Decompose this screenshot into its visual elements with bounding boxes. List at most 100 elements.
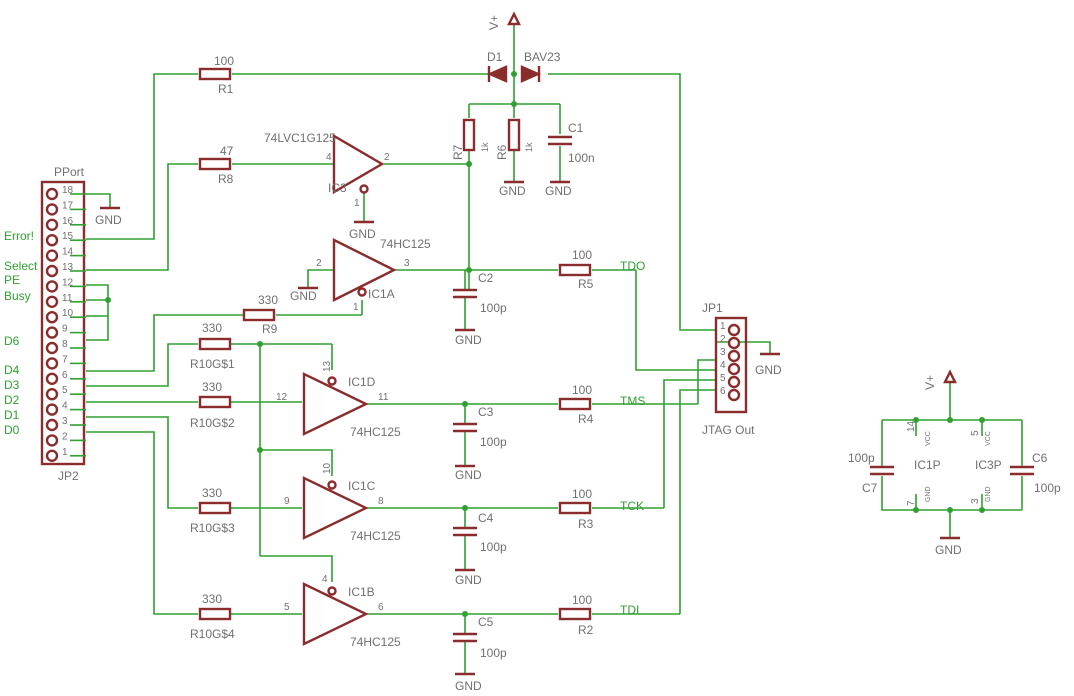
jp2-pin-number: 5 bbox=[62, 385, 68, 396]
svg-text:R8: R8 bbox=[218, 172, 234, 186]
buffer-ic1d: IC1D 74HC125 12 11 13 bbox=[276, 360, 401, 439]
svg-text:VCC: VCC bbox=[985, 431, 992, 446]
capacitor-c5: C5 100p bbox=[453, 615, 507, 660]
jp1-pin-number: 6 bbox=[720, 386, 726, 397]
jp2-pin-number: 1 bbox=[62, 447, 68, 458]
svg-text:GND: GND bbox=[455, 573, 482, 587]
svg-text:IC3P: IC3P bbox=[975, 458, 1002, 472]
buffer-ic3: 74LVC1G125 IC3 4 2 1 bbox=[264, 131, 390, 209]
svg-text:13: 13 bbox=[322, 360, 333, 372]
resistor-r8: 47 R8 bbox=[198, 144, 234, 186]
svg-text:74HC125: 74HC125 bbox=[350, 425, 401, 439]
gnd-ic1a: GND bbox=[290, 286, 318, 303]
svg-text:330: 330 bbox=[202, 380, 222, 394]
jp2-pin: 10 bbox=[45, 308, 86, 324]
resistor-r9: 330 R9 bbox=[242, 293, 278, 336]
jp2-pin: 17 bbox=[45, 200, 86, 216]
resistor-r1: 100 R1 bbox=[198, 54, 234, 96]
svg-text:R1: R1 bbox=[218, 82, 234, 96]
svg-text:74HC125: 74HC125 bbox=[380, 237, 431, 251]
svg-text:C3: C3 bbox=[478, 405, 494, 419]
net-d2: D2 bbox=[4, 393, 20, 407]
svg-text:D1: D1 bbox=[487, 50, 503, 64]
svg-text:R6: R6 bbox=[495, 144, 509, 160]
svg-text:C6: C6 bbox=[1032, 451, 1048, 465]
svg-text:JTAG Out: JTAG Out bbox=[702, 423, 755, 437]
resistor-r3: 100 R3 bbox=[558, 487, 594, 531]
svg-text:100p: 100p bbox=[480, 540, 507, 554]
gnd-c4: GND bbox=[455, 568, 482, 587]
svg-text:14: 14 bbox=[906, 420, 917, 432]
jp2-pin: 11 bbox=[45, 293, 86, 308]
gnd-c2: GND bbox=[455, 328, 482, 347]
resistor-r10g2: 330 R10G$2 bbox=[190, 380, 235, 430]
jp2-pin-number: 11 bbox=[62, 293, 73, 304]
gnd-c1: GND bbox=[545, 180, 572, 198]
jp2-pin: 15 bbox=[45, 231, 86, 247]
svg-text:330: 330 bbox=[202, 486, 222, 500]
net-busy: Busy bbox=[4, 289, 31, 303]
jp1-pin-number: 5 bbox=[720, 373, 726, 384]
jp2-pin: 16 bbox=[45, 216, 86, 232]
jp2-pin: 5 bbox=[45, 385, 86, 401]
svg-text:100: 100 bbox=[572, 383, 592, 397]
svg-text:330: 330 bbox=[202, 321, 222, 335]
buffer-ic1c: IC1C 74HC125 9 8 10 bbox=[284, 462, 401, 543]
svg-text:GND: GND bbox=[349, 227, 376, 241]
svg-text:3: 3 bbox=[970, 498, 981, 504]
svg-text:BAV23: BAV23 bbox=[524, 50, 561, 64]
net-d1: D1 bbox=[4, 408, 20, 422]
net-tdo: TDO bbox=[620, 259, 645, 273]
svg-text:GND: GND bbox=[985, 486, 992, 502]
vplus-symbol-top: V+ bbox=[487, 11, 521, 30]
jp2-pin-number: 7 bbox=[62, 354, 68, 365]
svg-text:GND: GND bbox=[755, 363, 782, 377]
gnd-jp1: GND bbox=[755, 352, 782, 377]
jp2-pin-number: 6 bbox=[62, 370, 68, 381]
svg-text:R3: R3 bbox=[578, 517, 594, 531]
jp2-pin: 18 bbox=[45, 185, 86, 201]
svg-text:C2: C2 bbox=[478, 271, 494, 285]
svg-text:6: 6 bbox=[378, 602, 384, 613]
resistor-r10g1: 330 R10G$1 bbox=[190, 321, 235, 371]
jp2-pin-number: 13 bbox=[62, 262, 74, 273]
svg-text:100: 100 bbox=[572, 487, 592, 501]
resistor-r10g4: 330 R10G$4 bbox=[190, 592, 235, 641]
svg-text:100: 100 bbox=[572, 248, 592, 262]
svg-text:100n: 100n bbox=[568, 151, 595, 165]
svg-text:V+: V+ bbox=[923, 375, 937, 390]
svg-text:2: 2 bbox=[316, 258, 322, 269]
jp1-pin-number: 4 bbox=[720, 360, 726, 371]
svg-text:R9: R9 bbox=[262, 322, 278, 336]
jp2-pin-number: 18 bbox=[62, 185, 74, 196]
svg-text:GND: GND bbox=[455, 333, 482, 347]
net-tdi: TDI bbox=[620, 603, 639, 617]
capacitor-c6: C6 100p bbox=[1010, 451, 1061, 495]
svg-text:C4: C4 bbox=[478, 511, 494, 525]
svg-text:1: 1 bbox=[354, 198, 360, 209]
svg-text:R5: R5 bbox=[578, 277, 594, 291]
svg-text:74HC125: 74HC125 bbox=[350, 635, 401, 649]
svg-text:R10G$3: R10G$3 bbox=[190, 521, 235, 535]
svg-text:R10G$4: R10G$4 bbox=[190, 627, 235, 641]
svg-text:R10G$2: R10G$2 bbox=[190, 416, 235, 430]
svg-text:GND: GND bbox=[455, 679, 482, 693]
svg-text:100p: 100p bbox=[1034, 481, 1061, 495]
gnd-c3: GND bbox=[455, 464, 482, 482]
svg-text:IC1B: IC1B bbox=[348, 585, 375, 599]
gnd-jp2: GND bbox=[95, 206, 122, 227]
svg-text:4: 4 bbox=[322, 574, 328, 585]
svg-text:R10G$1: R10G$1 bbox=[190, 357, 235, 371]
svg-text:2: 2 bbox=[384, 152, 390, 163]
svg-text:1: 1 bbox=[353, 302, 359, 313]
svg-text:V+: V+ bbox=[487, 15, 501, 30]
net-error: Error! bbox=[4, 229, 34, 243]
svg-text:IC1A: IC1A bbox=[368, 287, 395, 301]
svg-text:PPort: PPort bbox=[54, 165, 85, 179]
jp1-pin: 5 bbox=[720, 373, 741, 389]
jp2-pin-number: 15 bbox=[62, 231, 74, 242]
svg-text:IC3: IC3 bbox=[328, 181, 347, 195]
